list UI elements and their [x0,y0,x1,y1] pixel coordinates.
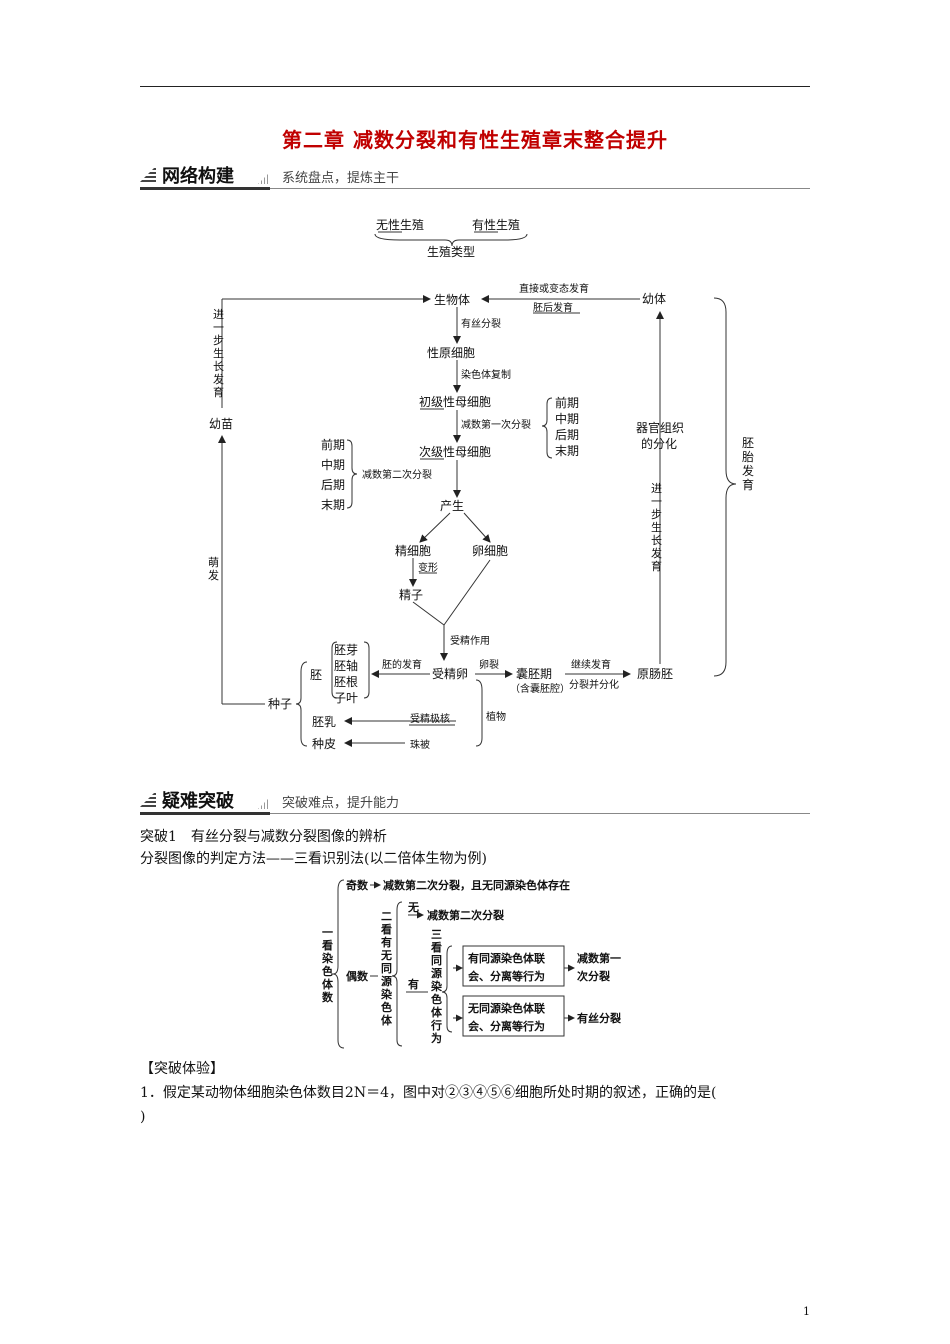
question-1-line2: ) [140,1109,146,1125]
further-dev-left-label: 进一步生长发育 [213,308,224,399]
organism-label: 生物体 [434,293,470,307]
embryo-label: 胚 [310,668,322,682]
fertilization-label: 受精作用 [450,634,490,647]
meiosis2-label: 减数第二次分裂 [362,468,432,481]
plant-label: 植物 [486,710,506,723]
result2: 有丝分裂 [577,1011,621,1025]
sexual-label: 有性生殖 [472,217,520,232]
blastula-note: （含囊胚腔） [510,682,570,695]
section-header-breakthrough: 疑难突破 突破难点，提升能力 [140,787,810,815]
result1-line1: 减数第一 [577,951,621,965]
continue-label: 继续发育 [571,658,611,671]
integument-label: 珠被 [410,738,430,751]
have-label: 有 [408,977,419,991]
replication-label: 染色体复制 [461,368,511,381]
section-sub: 系统盘点，提炼主干 [282,171,400,186]
box1-line2: 会、分离等行为 [468,969,545,983]
primary-label: 初级性母细胞 [419,395,491,409]
section-name: 网络构建 [162,166,234,187]
even-label: 偶数 [346,969,369,983]
phase-label: 末期 [555,444,579,458]
embryo-part: 胚轴 [334,658,358,673]
top-rule [140,86,810,87]
organ-diff2-label: 的分化 [641,436,677,451]
repro-type-label: 生殖类型 [427,244,475,259]
larva-label: 幼体 [642,292,666,306]
none-result: 减数第二次分裂 [427,908,504,922]
concept-map-diagram: 无性生殖 有性生殖 生殖类型 生物体 性原细胞 初级性母细胞 次级性母细胞 产生… [208,217,754,751]
phase-label: 后期 [321,478,345,492]
result1-line2: 次分裂 [577,969,610,983]
look2-label: 二看有无同源染色体 [380,910,393,1027]
asexual-label: 无性生殖 [376,217,424,232]
phase-label: 前期 [555,395,579,410]
primordial-label: 性原细胞 [427,346,475,360]
zygote-label: 受精卵 [432,667,468,681]
phase-label: 中期 [321,457,345,472]
box2-line1: 无同源染色体联 [467,1001,545,1015]
sperm-label: 精子 [399,588,423,602]
breakthrough-heading: 突破1 有丝分裂与减数分裂图像的辨析 [140,829,387,845]
exercise-label: 【突破体验】 [140,1061,224,1077]
phase-label: 中期 [555,411,579,426]
section-header-network: 网络构建 系统盘点，提炼主干 [140,162,810,190]
box2-line2: 会、分离等行为 [468,1019,545,1033]
blastula-label: 囊胚期 [516,666,552,681]
seedling-label: 幼苗 [209,417,233,431]
polar-label: 受精极核 [410,712,450,725]
cleavage-label: 卵裂 [479,658,499,671]
further-dev-right-label: 进一步生长发育 [651,482,662,573]
odd-label: 奇数 [346,878,369,892]
secondary-label: 次级性母细胞 [419,445,491,459]
section-tri-icon [258,797,270,809]
none-label: 无 [407,901,419,914]
page-number: 1 [803,1305,810,1318]
page-title: 第二章 减数分裂和有性生殖章末整合提升 [282,128,668,152]
look1-label: 一看染色体数 [322,926,334,1004]
embryo-dev-label: 胚胎发育 [742,436,754,492]
post-embryo-label: 胚后发育 [533,301,573,314]
differentiate-label: 分裂并分化 [569,678,619,691]
odd-result: 减数第二次分裂，且无同源染色体存在 [383,878,570,892]
embryo-part: 胚芽 [334,643,358,657]
phase-label: 前期 [321,437,345,452]
organ-diff-label: 器官组织 [636,420,684,435]
seed-label: 种子 [268,697,292,711]
embryo-part: 子叶 [334,691,358,705]
question-1-line1: 1．假定某动物体细胞染色体数目2N＝4，图中对②③④⑤⑥细胞所处时期的叙述，正确… [140,1085,717,1101]
endosperm-label: 胚乳 [312,715,336,729]
section-sub: 突破难点，提升能力 [282,796,400,811]
meiosis1-label: 减数第一次分裂 [461,418,531,431]
phase-label: 末期 [321,498,345,512]
germinate-label: 萌发 [208,555,219,582]
mitosis-label: 有丝分裂 [461,317,501,330]
section-name: 疑难突破 [162,791,234,812]
direct-label: 直接或变态发育 [519,282,589,295]
box1-line1: 有同源染色体联 [468,951,545,965]
three-look-diagram: 奇数 减数第二次分裂，且无同源染色体存在 偶数 无 减数第二次分裂 有 有同源染… [322,878,621,1049]
section-bars-icon [140,791,156,807]
produce-label: 产生 [440,499,464,513]
embryo-part: 胚根 [334,675,358,689]
gastrula-label: 原肠胚 [637,667,673,681]
seed-coat-label: 种皮 [312,737,336,751]
method-text: 分裂图像的判定方法——三看识别法(以二倍体生物为例) [140,851,487,867]
phase-label: 后期 [555,428,579,442]
transform-label: 变形 [418,561,438,574]
embryo-growth-label: 胚的发育 [382,658,422,671]
egg-cell-label: 卵细胞 [472,544,508,558]
sperm-cell-label: 精细胞 [395,544,431,558]
look3-label: 三看同源染色体行为 [430,928,443,1045]
